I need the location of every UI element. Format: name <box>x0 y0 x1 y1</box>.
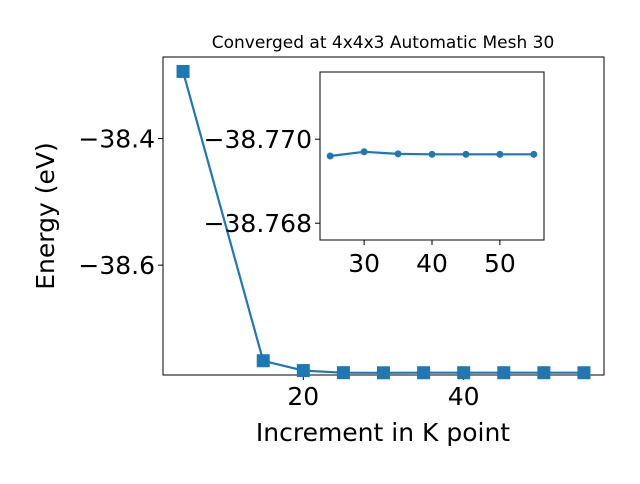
main-data-point <box>296 364 310 378</box>
main-x-tick-label: 20 <box>287 382 319 411</box>
inset-x-tick-label: 40 <box>416 249 448 278</box>
main-ticks: 20 40 −38.4 −38.6 <box>78 125 479 411</box>
inset-y-tick-label: −38.768 <box>204 209 312 238</box>
main-x-tick-label: 40 <box>448 382 480 411</box>
inset-y-tick-label: −38.770 <box>204 125 312 154</box>
inset-x-tick-label: 50 <box>484 249 516 278</box>
inset-data-point <box>496 150 504 158</box>
inset-data-point <box>428 150 436 158</box>
x-axis-label: Increment in K point <box>256 418 510 447</box>
main-series <box>176 64 591 380</box>
y-axis-label: Energy (eV) <box>31 142 60 289</box>
main-data-point <box>377 366 390 380</box>
inset-data-point <box>394 150 402 158</box>
main-series-line <box>181 71 584 374</box>
inset-data-point <box>530 150 538 158</box>
main-data-point <box>457 366 471 380</box>
main-data-point <box>256 354 270 368</box>
inset-x-tick-label: 30 <box>348 249 380 278</box>
main-data-point <box>336 366 350 380</box>
inset-data-point <box>326 152 334 160</box>
main-y-tick-label: −38.6 <box>78 251 155 280</box>
main-data-point <box>577 366 591 380</box>
main-y-tick-label: −38.4 <box>78 125 155 154</box>
main-data-point <box>417 366 431 380</box>
inset-data-point <box>360 148 368 156</box>
main-data-point <box>537 366 551 380</box>
main-data-point <box>176 64 190 78</box>
chart-title: Converged at 4x4x3 Automatic Mesh 30 <box>212 33 555 53</box>
inset-series <box>326 148 538 160</box>
main-data-point <box>497 366 511 380</box>
inset-data-point <box>462 150 470 158</box>
inset-ticks: 30 40 50 −38.770 −38.768 <box>204 125 516 278</box>
